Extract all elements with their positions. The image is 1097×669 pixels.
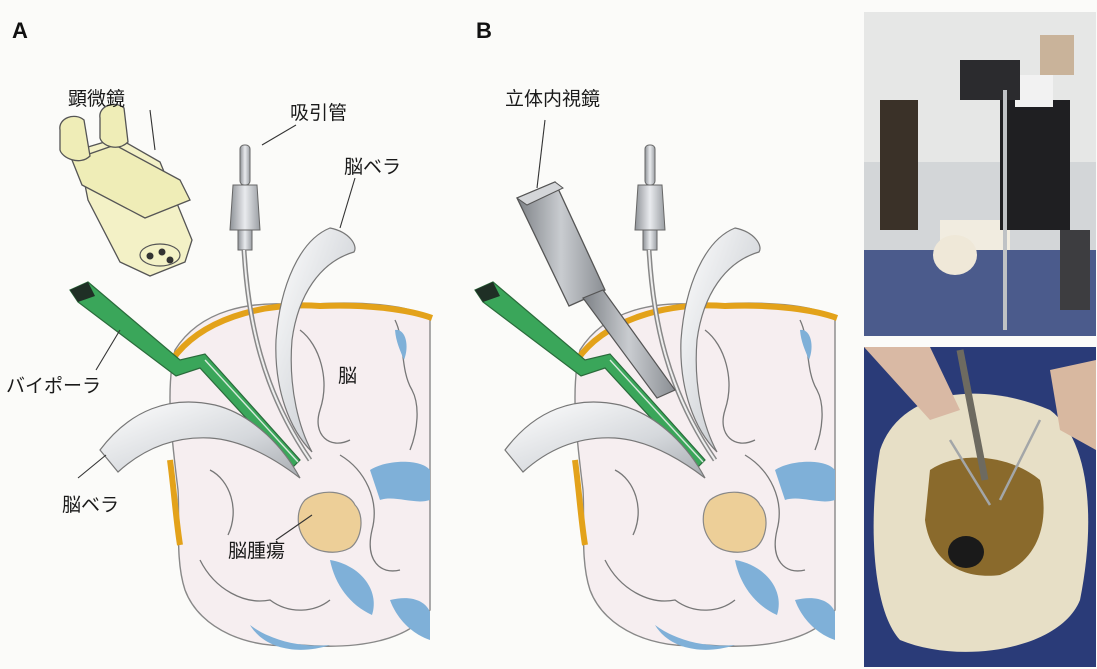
label-microscope: 顕微鏡 — [68, 90, 125, 109]
panel-a-illustration — [60, 104, 432, 649]
label-brain-tumor: 脳腫瘍 — [228, 542, 285, 561]
panel-label-b: B — [476, 18, 492, 44]
label-brain-spatula-top: 脳ベラ — [344, 158, 401, 177]
panel-b-illustration — [475, 120, 837, 650]
label-stereo-endoscope: 立体内視鏡 — [505, 90, 600, 109]
label-brain-spatula-bottom: 脳ベラ — [62, 496, 119, 515]
label-suction-tube: 吸引管 — [290, 104, 347, 123]
microscope-icon — [60, 104, 192, 276]
panel-label-a: A — [12, 18, 28, 44]
photo-microscope-setup — [864, 12, 1096, 336]
label-bipolar: バイポーラ — [6, 377, 101, 396]
label-brain: 脳 — [338, 367, 357, 386]
photo-skull-model — [864, 347, 1096, 667]
